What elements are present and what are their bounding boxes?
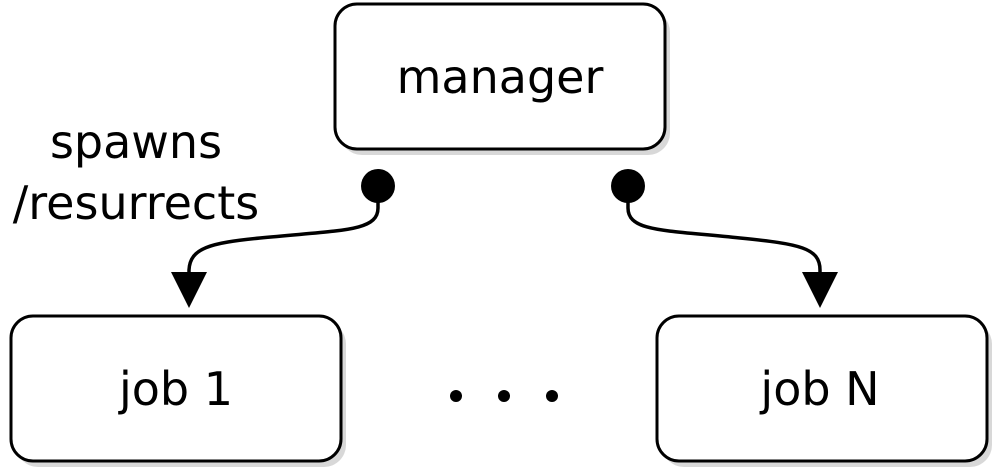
edge-connector	[626, 186, 822, 278]
edge-arrowhead	[171, 272, 207, 308]
edge-label: spawns /resurrects	[13, 115, 259, 230]
edge-arrowhead	[802, 272, 838, 308]
manager-node-label: manager	[397, 50, 604, 104]
edge-label-line-2: /resurrects	[13, 176, 259, 230]
edge-manager-to-job-n	[611, 169, 838, 308]
ellipsis-dot	[498, 390, 510, 402]
edge-connector	[187, 186, 380, 278]
ellipsis	[450, 390, 558, 402]
edge-label-line-1: spawns	[50, 115, 222, 169]
job-1-node: job 1	[9, 314, 343, 463]
job-1-node-box	[9, 314, 343, 463]
job-1-node-label: job 1	[118, 362, 233, 416]
job-n-node: job N	[655, 314, 989, 463]
manager-node-box	[333, 2, 667, 151]
job-n-node-box	[655, 314, 989, 463]
ellipsis-dot	[450, 390, 462, 402]
ellipsis-dot	[546, 390, 558, 402]
job-n-node-label: job N	[759, 362, 879, 416]
edge-manager-to-job-1	[171, 169, 395, 308]
manager-node: manager	[333, 2, 667, 151]
